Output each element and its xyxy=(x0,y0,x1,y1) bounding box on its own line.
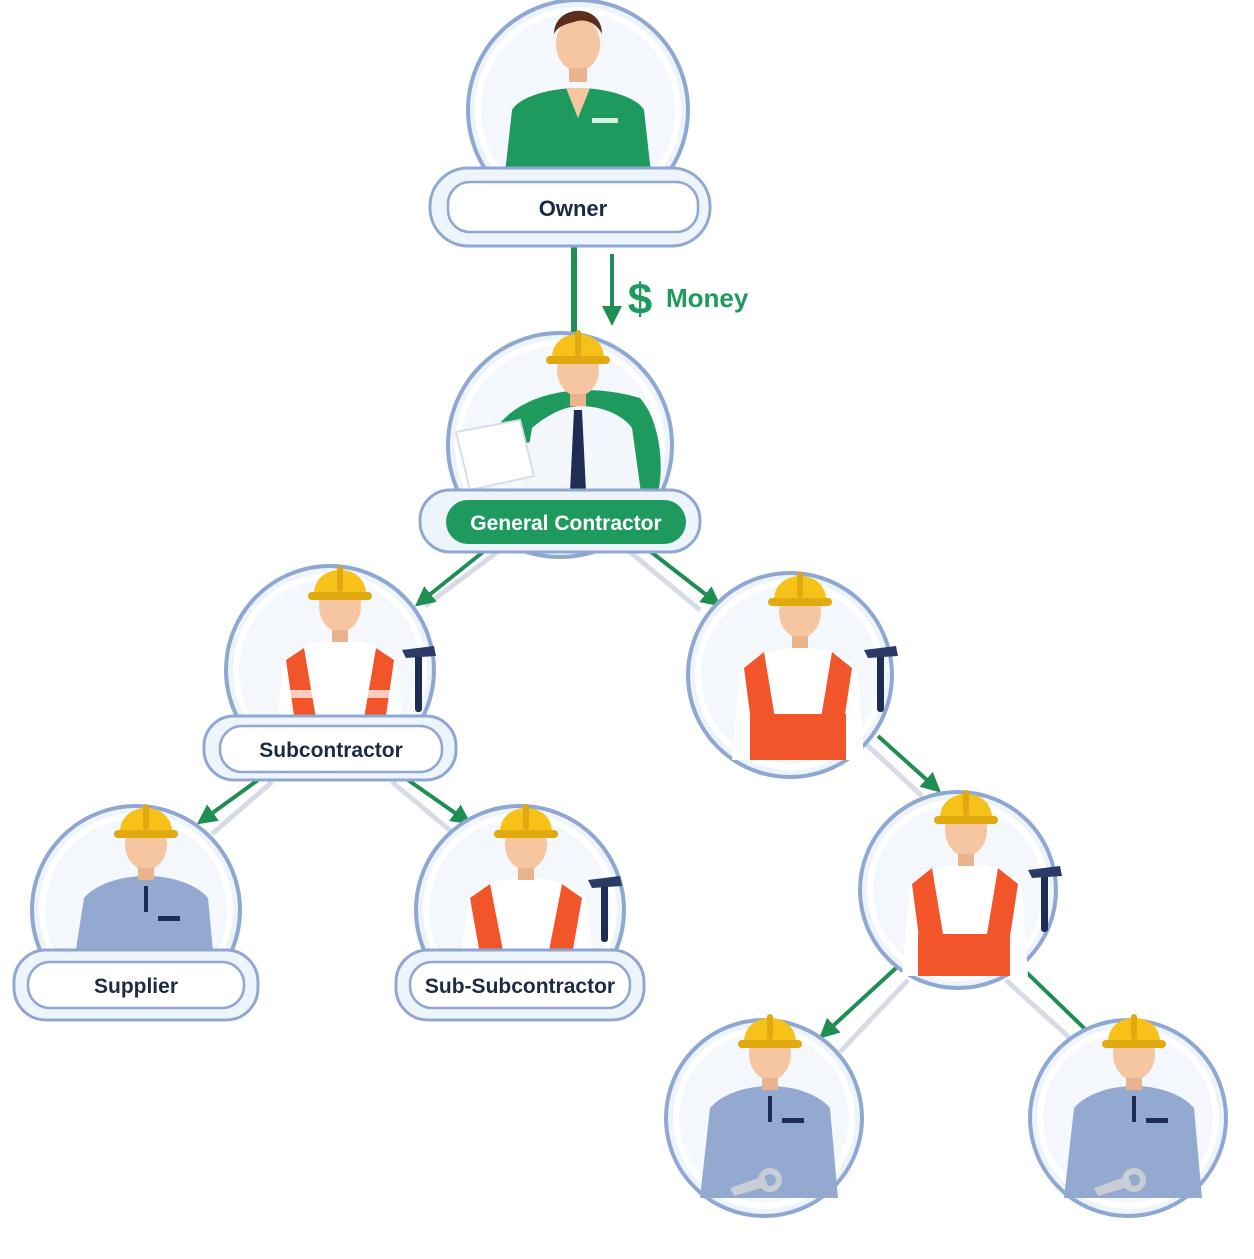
supplier-label: Supplier xyxy=(94,975,178,998)
sub-sub-person xyxy=(460,804,622,966)
connector-gc-sub-right-shadow xyxy=(628,550,702,612)
node-bottom-left-worker xyxy=(664,1014,864,1218)
sub-right-person xyxy=(732,572,898,760)
gc-label-pill xyxy=(446,500,686,544)
connector-right-chain xyxy=(876,734,941,793)
connector-bottom-right-shadow xyxy=(1004,978,1074,1042)
node-bottom-right-worker xyxy=(1028,1014,1228,1218)
node-subcontractor-right xyxy=(686,571,898,779)
connector-bottom-left xyxy=(819,966,898,1039)
supplier-label-pill xyxy=(26,960,246,1010)
connector-sub-subsub xyxy=(406,778,472,825)
owner-label: Owner xyxy=(539,196,608,221)
node-supplier: Supplier xyxy=(12,804,260,1022)
sub-subcontractor-label: Sub-Subcontractor xyxy=(425,975,615,998)
connector-bottom-left-shadow xyxy=(838,978,910,1054)
gc-person xyxy=(454,330,661,500)
sub-subcontractor-label-pill xyxy=(408,960,632,1010)
owner-label-pill xyxy=(446,180,700,234)
node-general-contractor: General Contractor xyxy=(418,330,702,559)
node-subcontractor-left: Subcontractor xyxy=(202,564,458,782)
owner-person xyxy=(504,10,652,182)
connectors xyxy=(196,232,1088,1054)
connector-right-chain-shadow xyxy=(864,742,924,798)
sub-left-person xyxy=(276,566,436,730)
money-label: $ Money xyxy=(628,275,749,324)
connector-bottom-right xyxy=(1020,966,1088,1032)
general-contractor-label: General Contractor xyxy=(470,512,661,535)
subcontractor-label: Subcontractor xyxy=(259,739,403,762)
connector-gc-sub-right xyxy=(644,546,722,607)
connector-sub-supplier-shadow xyxy=(210,780,274,836)
connector-gc-sub-left xyxy=(414,546,490,607)
money-text: Money xyxy=(666,283,749,313)
connector-sub-subsub-shadow xyxy=(390,780,454,834)
node-sub-subcontractor: Sub-Subcontractor xyxy=(394,804,646,1022)
subcontractor-label-pill xyxy=(218,724,444,774)
bottom-right-person xyxy=(1064,1014,1202,1198)
dollar-icon: $ xyxy=(628,275,652,324)
lower-right-person xyxy=(902,790,1062,976)
node-owner: Owner xyxy=(428,0,712,248)
node-lower-right-worker xyxy=(858,790,1062,990)
supplier-person xyxy=(74,804,214,962)
connector-sub-supplier xyxy=(196,778,260,825)
connector-gc-sub-left-shadow xyxy=(423,547,502,609)
bottom-left-person xyxy=(700,1014,838,1198)
